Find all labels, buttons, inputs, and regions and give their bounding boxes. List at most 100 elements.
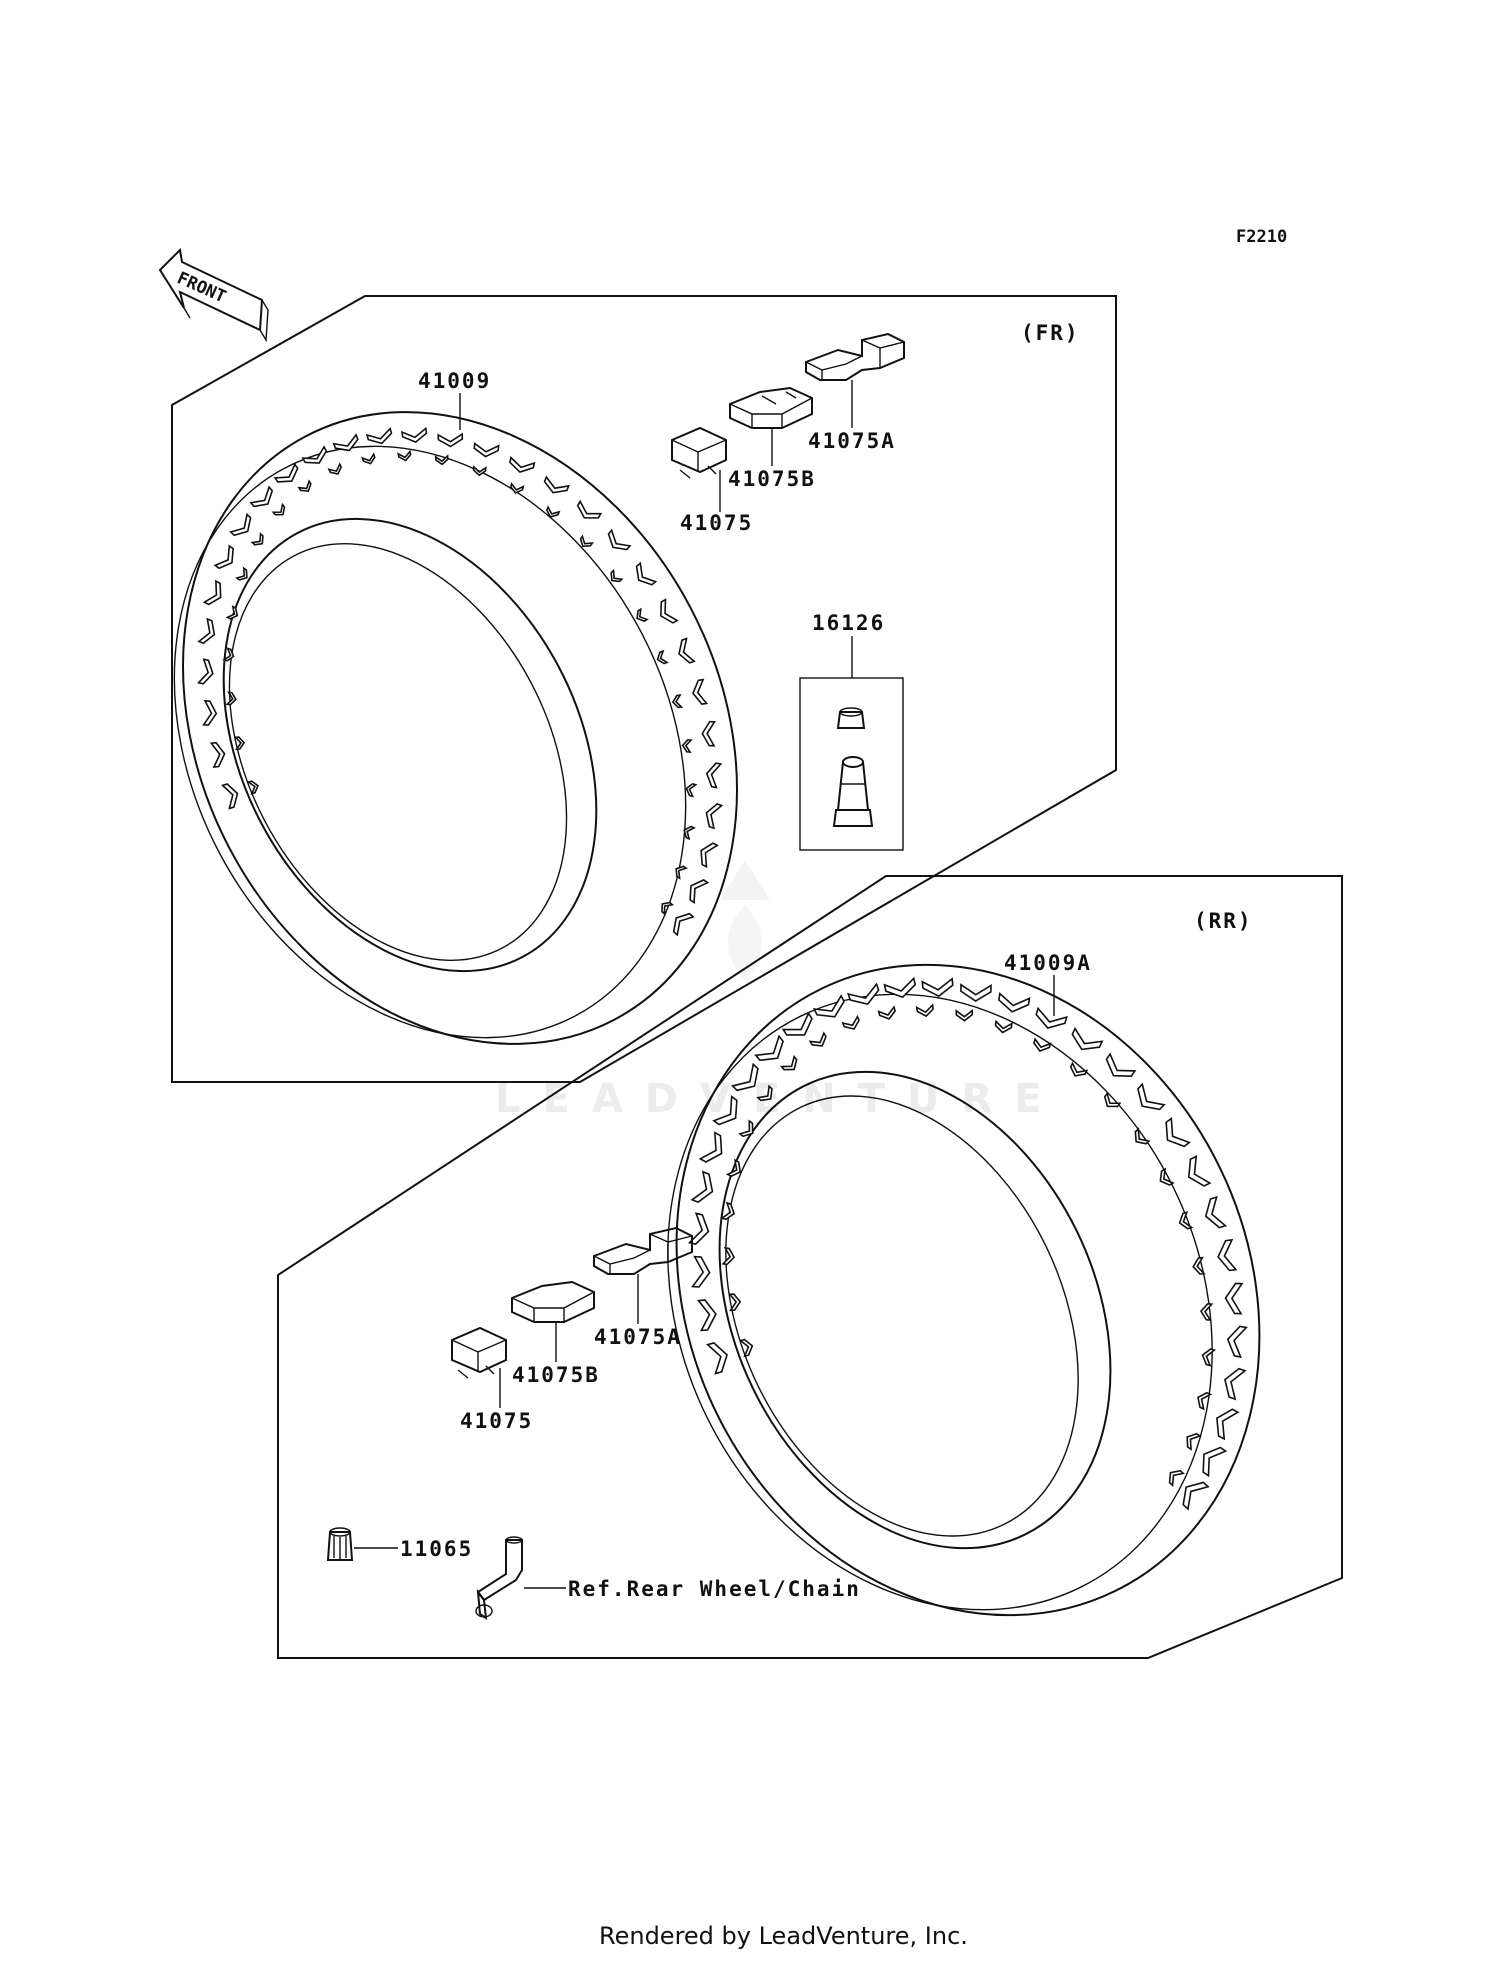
- tread-block: [301, 445, 328, 464]
- front-weight-part-number[interactable]: 41075: [680, 511, 753, 535]
- tread-block: [202, 699, 218, 726]
- tread-block: [725, 1158, 742, 1178]
- tread-block: [607, 528, 632, 551]
- tread-block: [660, 598, 679, 624]
- front-valve-box: [799, 677, 904, 851]
- tread-block: [1217, 1238, 1238, 1272]
- front-balance-weight-b[interactable]: [729, 386, 813, 429]
- tread-block: [683, 825, 696, 841]
- rear-tire-tread: [687, 976, 1248, 1511]
- tread-block: [1035, 1006, 1068, 1029]
- tread-block: [691, 1255, 711, 1288]
- tread-block: [579, 534, 594, 548]
- tread-block: [841, 1014, 860, 1030]
- tread-block: [233, 736, 246, 751]
- tread-block: [721, 1246, 736, 1266]
- front-tire[interactable]: [74, 315, 844, 1142]
- rear-weight-part-number[interactable]: 41075: [460, 1409, 533, 1433]
- tread-block: [921, 977, 954, 998]
- tread-block: [636, 607, 649, 622]
- rear-section-border: [277, 875, 1343, 1659]
- front-section-border: [171, 295, 1117, 1083]
- tread-block: [877, 1005, 896, 1020]
- tread-block: [1224, 1367, 1247, 1401]
- front-weight-b-part-number[interactable]: 41075B: [728, 467, 816, 491]
- tread-block: [229, 512, 252, 537]
- rear-cap-part-number[interactable]: 11065: [400, 1537, 473, 1561]
- tread-block: [780, 1054, 798, 1071]
- valve-cap-icon[interactable]: [326, 1527, 354, 1561]
- tread-block: [576, 499, 603, 519]
- tread-block: [1197, 1391, 1213, 1411]
- tread-block: [756, 1084, 773, 1102]
- rear-balance-weight[interactable]: [451, 1326, 507, 1379]
- front-weight-a-part-number[interactable]: 41075A: [808, 429, 896, 453]
- tread-block: [1103, 1091, 1122, 1108]
- rear-valve-reference[interactable]: Ref.Rear Wheel/Chain: [568, 1577, 861, 1601]
- tread-block: [509, 482, 525, 494]
- tread-block: [235, 566, 248, 581]
- valve-cap-icon: [836, 707, 866, 729]
- tread-block: [690, 1170, 714, 1204]
- tread-block: [473, 442, 500, 458]
- valve-stem-icon[interactable]: [832, 756, 874, 827]
- rear-tire[interactable]: [567, 866, 1367, 1714]
- tread-block: [754, 1034, 784, 1062]
- tread-block: [781, 1011, 813, 1036]
- tread-block: [361, 452, 376, 465]
- tread-block: [225, 691, 237, 706]
- tread-block: [249, 485, 274, 508]
- tread-block: [738, 1119, 754, 1138]
- tread-block: [209, 741, 226, 769]
- tread-block: [692, 678, 709, 705]
- tread-block: [1033, 1037, 1052, 1052]
- tread-block: [397, 449, 412, 462]
- tread-block: [705, 803, 724, 830]
- tread-block: [685, 783, 698, 798]
- rear-weight-a-part-number[interactable]: 41075A: [594, 1325, 682, 1349]
- tread-block: [808, 1031, 827, 1047]
- tread-block: [1186, 1432, 1202, 1451]
- tread-block: [689, 879, 710, 904]
- tread-block: [273, 462, 299, 483]
- front-valve-part-number[interactable]: 16126: [812, 611, 885, 635]
- rear-valve-icon[interactable]: [475, 1536, 523, 1621]
- tread-block: [1204, 1195, 1228, 1229]
- tread-block: [656, 649, 669, 665]
- tread-block: [271, 502, 286, 516]
- tread-block: [545, 505, 561, 518]
- tread-block: [730, 1062, 759, 1092]
- tread-block: [1216, 1408, 1240, 1441]
- tread-block: [994, 1019, 1013, 1034]
- tread-block: [687, 1212, 710, 1245]
- tread-block: [705, 762, 723, 789]
- tread-block: [202, 579, 222, 606]
- rear-tire-part-number[interactable]: 41009A: [1004, 951, 1092, 975]
- front-balance-weight[interactable]: [671, 426, 727, 479]
- tread-block: [401, 426, 428, 444]
- rear-balance-weight-b[interactable]: [511, 1280, 595, 1323]
- footer-credit: Rendered by LeadVenture, Inc.: [599, 1922, 968, 1950]
- tread-block: [672, 912, 695, 937]
- front-balance-weight-a[interactable]: [805, 332, 905, 381]
- front-section-label: (FR): [1021, 321, 1080, 345]
- tread-block: [472, 465, 487, 477]
- tread-block: [661, 901, 675, 916]
- tread-block: [1071, 1026, 1104, 1051]
- tread-block: [1137, 1082, 1166, 1111]
- tread-block: [955, 1008, 974, 1022]
- tread-block: [675, 865, 688, 880]
- tread-block: [1178, 1211, 1194, 1230]
- front-tire-part-number[interactable]: 41009: [418, 369, 491, 393]
- tread-block: [250, 532, 264, 546]
- rear-section: (RR) 41009A 41075 41075B 4: [277, 866, 1367, 1714]
- rear-balance-weight-a[interactable]: [593, 1226, 693, 1275]
- rear-weight-b-part-number[interactable]: 41075B: [512, 1363, 600, 1387]
- tread-block: [720, 1201, 736, 1221]
- tread-block: [1224, 1282, 1244, 1315]
- tread-block: [678, 637, 696, 664]
- front-tire-tread: [197, 426, 724, 937]
- tread-block: [712, 1095, 738, 1126]
- tread-block: [509, 456, 536, 473]
